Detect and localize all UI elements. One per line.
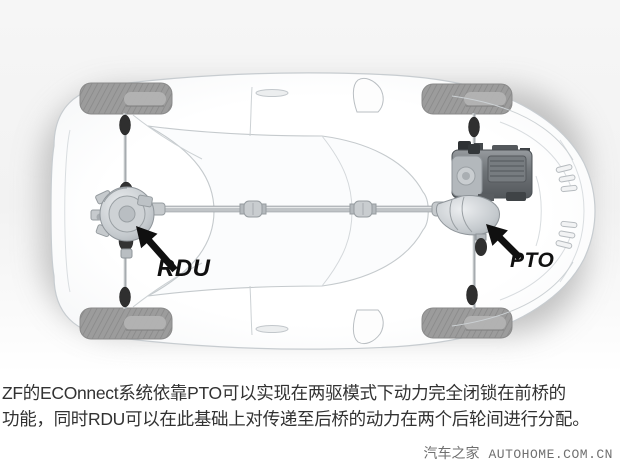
rdu-label: RDU bbox=[157, 255, 211, 282]
door-handle-top bbox=[255, 89, 289, 97]
side-mirror-bottom bbox=[352, 309, 384, 345]
caption-line-1: ZF的ECOnnect系统依靠PTO可以实现在两驱模式下动力完全闭锁在前桥的 bbox=[2, 383, 566, 403]
rear-wheel-right bbox=[79, 307, 173, 340]
side-mirror-top bbox=[352, 77, 384, 113]
front-wheel-right bbox=[421, 307, 513, 339]
pto-arrow-icon bbox=[486, 224, 523, 261]
door-seam-bottom bbox=[249, 285, 253, 336]
front-wheel-left bbox=[421, 83, 513, 115]
shaft-coupling-2 bbox=[349, 200, 377, 218]
rear-wheel-left bbox=[79, 82, 173, 115]
rdu-arrow-icon bbox=[136, 226, 178, 273]
pto-unit bbox=[435, 195, 501, 256]
drivetrain-diagram: RDU PTO bbox=[0, 0, 620, 374]
pto-label: PTO bbox=[510, 249, 555, 272]
trunk-line-bottom bbox=[132, 262, 203, 308]
car-top-view-illustration bbox=[42, 72, 596, 350]
door-seam-top bbox=[249, 86, 253, 137]
transmission-unit bbox=[451, 141, 533, 201]
hood-creases bbox=[451, 95, 574, 327]
front-bumper-line bbox=[559, 139, 585, 283]
trunk-line-top bbox=[132, 114, 203, 160]
hood-vents bbox=[555, 164, 578, 249]
watermark: 汽车之家 AUTOHOME.COM.CN bbox=[423, 443, 613, 463]
door-handle-bottom bbox=[255, 325, 289, 333]
watermark-site-name: 汽车之家 bbox=[423, 445, 480, 461]
watermark-site-domain: AUTOHOME.COM.CN bbox=[488, 447, 613, 462]
rear-bumper-line bbox=[64, 129, 71, 293]
rdu-unit bbox=[90, 186, 155, 259]
shaft-coupling-1 bbox=[239, 200, 267, 218]
caption-line-2: 功能，同时RDU可以在此基础上对传递至后桥的动力在两个后轮间进行分配。 bbox=[2, 409, 590, 429]
caption: ZF的ECOnnect系统依靠PTO可以实现在两驱模式下动力完全闭锁在前桥的 功… bbox=[2, 380, 618, 432]
